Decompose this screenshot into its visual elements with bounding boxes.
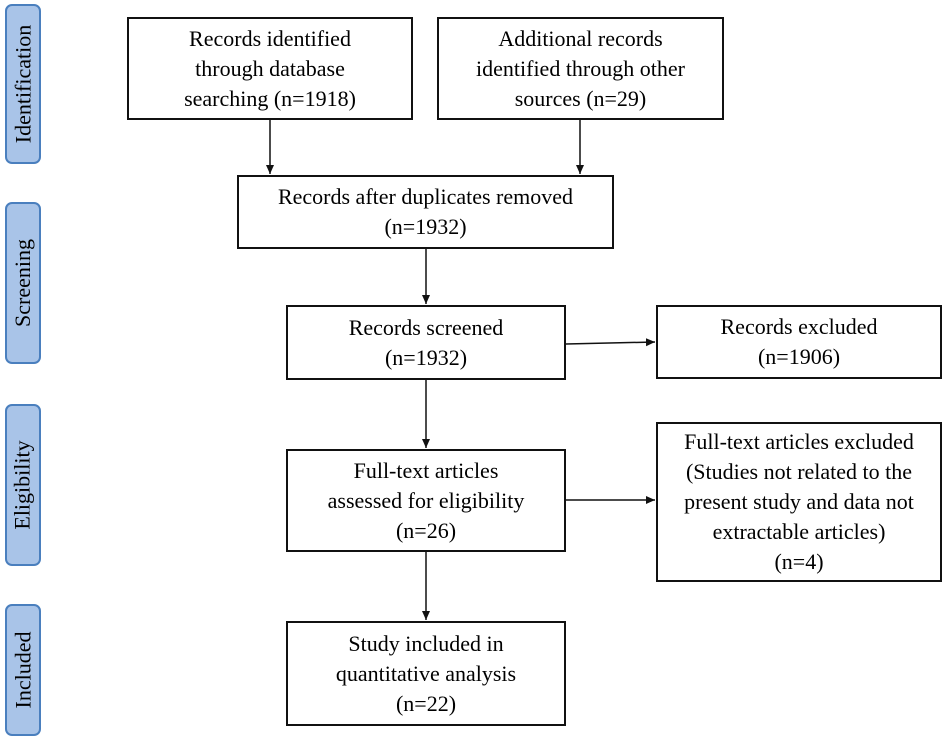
box-text-line: (n=26) [395,517,457,543]
box-text-line: Records identified [189,25,351,51]
box-text-line: extractable articles) [712,519,886,544]
box-text-line: identified through other [476,55,685,81]
box-duplicates-removed: Records after duplicates removed (n=1932… [237,175,614,249]
box-text-line: Records screened [348,314,504,340]
box-text-line: Study included in [348,630,504,656]
box-fulltext-assessed: Full-text articles assessed for eligibil… [286,449,566,552]
phase-screening: Screening [5,202,41,364]
box-text-line: through database [195,55,345,81]
box-text-line: sources (n=29) [514,85,647,111]
box-fulltext-excluded: Full-text articles excluded (Studies not… [656,422,942,582]
box-text-line: (n=1932) [384,214,467,239]
box-text-line: (n=1932) [384,344,468,370]
phase-eligibility: Eligibility [5,404,41,566]
box-text-line: (n=22) [395,690,457,716]
box-text-line: quantitative analysis [335,660,517,686]
box-database-records: Records identified through database sear… [127,17,413,120]
box-text-line: searching (n=1918) [184,85,356,111]
box-text-line: Additional records [498,25,663,51]
box-study-included: Study included in quantitative analysis … [286,621,566,726]
box-text-line: (Studies not related to the [685,459,913,484]
box-records-screened: Records screened (n=1932) [286,305,566,380]
box-text-line: Records after duplicates removed [277,184,574,209]
box-text-line: Records excluded [720,314,878,339]
box-text-line: present study and data not [684,489,914,514]
box-text-line: (n=1906) [757,344,841,369]
arrow-screened-to-excluded [565,338,656,347]
box-text-line: (n=4) [774,549,824,574]
box-text-line: Full-text articles excluded [684,429,914,454]
phase-included: Included [5,604,41,736]
box-text-line: assessed for eligibility [327,487,525,513]
box-text-line: Full-text articles [353,457,499,483]
box-other-sources: Additional records identified through ot… [437,17,724,120]
phase-identification: Identification [5,4,41,164]
box-records-excluded: Records excluded (n=1906) [656,305,942,379]
